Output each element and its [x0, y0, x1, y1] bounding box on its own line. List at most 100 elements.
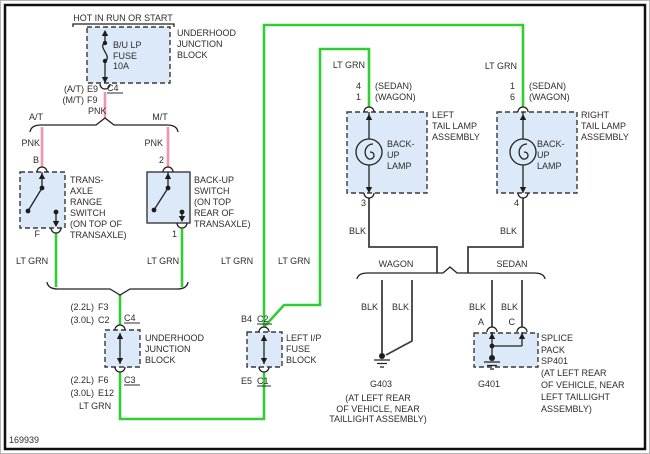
fuse-terminal-dot: [102, 40, 108, 46]
wire-color-label: PNK: [88, 106, 107, 116]
green-wires: [54, 23, 525, 421]
splice-pack-symbol: [484, 332, 526, 370]
pin-label: 2: [159, 155, 164, 165]
wire-color-label: BLK: [349, 226, 366, 236]
ground-icon: [484, 361, 500, 370]
bulb-label: BACK-: [387, 139, 415, 149]
splice-pack-label: SP401: [541, 356, 568, 366]
ip-fuse-block-symbol: [260, 335, 268, 364]
backup-switch-symbol: [151, 172, 186, 222]
ip-fuse-block-label: LEFT I/P: [286, 333, 321, 343]
ground-dot: [489, 355, 495, 361]
fuse-label: FUSE: [113, 51, 137, 61]
wire-color-label: BLK: [361, 302, 378, 312]
braces: [29, 117, 546, 296]
up-arrow-icon: [488, 333, 496, 339]
connector-icon: [162, 166, 174, 173]
left-backup-lamp-symbol: [355, 112, 383, 193]
connector-icon: [50, 227, 62, 234]
pin-label: C: [509, 317, 516, 327]
pin-label: E5: [241, 376, 252, 386]
pin-label: 6: [510, 92, 515, 102]
junction-block2-symbol: [116, 333, 124, 364]
bulb-label: UP: [537, 150, 550, 160]
underhood-block-label: JUNCTION: [177, 39, 223, 49]
up-arrow-icon: [116, 333, 124, 339]
component-boxes: [19, 26, 578, 368]
wire-color-label: BLK: [469, 302, 486, 312]
body-variant-label: (SEDAN): [529, 81, 566, 91]
body-variant-label: (WAGON): [529, 92, 570, 102]
up-arrow-icon: [518, 333, 526, 339]
pin-label: F: [35, 229, 41, 239]
down-arrow-icon: [101, 77, 109, 83]
connector-icon: [176, 222, 188, 229]
up-arrow-icon: [38, 173, 46, 179]
pin-label: 3: [361, 198, 366, 208]
ground-location-label: TAILLIGHT ASSEMBLY): [329, 414, 427, 424]
pin-label: F3: [98, 302, 109, 312]
splice-pack-label: OF VEHICLE, NEAR: [541, 380, 625, 390]
switch-blade: [153, 187, 169, 211]
fuse-label: 10A: [113, 61, 129, 71]
up-arrow-icon: [519, 114, 527, 120]
ip-fuse-block-label: BLOCK: [286, 355, 317, 365]
ground-location-label: OF VEHICLE, NEAR: [336, 404, 420, 414]
right-tail-lamp-label: RIGHT: [581, 110, 610, 120]
range-switch-label: TRANS-: [70, 175, 104, 185]
bulb-label: LAMP: [387, 161, 412, 171]
backup-switch-label: TRANSAXLE): [194, 219, 251, 229]
pin-label: 4: [356, 81, 361, 91]
body-variant-label: (WAGON): [375, 92, 416, 102]
connector-label: C4: [107, 83, 119, 93]
connector-underlines: [107, 92, 272, 387]
merge-brace: [46, 281, 189, 296]
junction-block-label: UNDERHOOD: [145, 333, 205, 343]
wire-color-label: LT GRN: [79, 401, 111, 411]
pin-label: F6: [98, 375, 109, 385]
splice-pack-box: [473, 332, 539, 368]
splice-pack-label: ASSEMBLY): [541, 404, 592, 414]
underhood-junction-block2-box: [104, 329, 141, 368]
pin-label: 1: [172, 229, 177, 239]
ground-id-label: G403: [370, 379, 392, 389]
hot-feed-bracket: [72, 23, 175, 27]
connector-icon: [99, 83, 111, 90]
wire-color-label: LT GRN: [147, 256, 179, 266]
wire-color-label: LT GRN: [333, 60, 365, 70]
connector-icon: [114, 366, 126, 373]
connector-icon: [486, 326, 498, 333]
pin-label: 4: [514, 198, 519, 208]
wire-color-label: LT GRN: [221, 256, 253, 266]
connector-arcs: [36, 83, 529, 373]
pin-label: E9: [87, 84, 98, 94]
pink-wires: [40, 92, 170, 167]
right-backup-lamp-symbol: [509, 112, 537, 193]
backup-switch-label: SWITCH: [194, 186, 230, 196]
pin-variant-label: (A/T): [64, 84, 84, 94]
blk-left-lamp-wire: [368, 198, 438, 273]
wire-color-label: BLK: [500, 226, 517, 236]
switch-contact-dot: [25, 208, 31, 214]
right-tail-lamp-label: ASSEMBLY: [581, 132, 629, 142]
left-tail-lamp-box: [346, 111, 428, 194]
ground-location-label: (AT LEFT REAR: [345, 393, 411, 403]
splice-pack-label: (AT LEFT REAR: [541, 368, 607, 378]
down-arrow-icon: [519, 187, 527, 193]
range-switch-symbol: [25, 172, 60, 227]
range-switch-label: (ON TOP OF: [70, 219, 123, 229]
left-tail-lamp-label: LEFT: [432, 110, 455, 120]
pin-label: A: [478, 317, 484, 327]
wagon-branch-label: WAGON: [379, 259, 414, 269]
range-switch-label: SWITCH: [70, 208, 106, 218]
up-arrow-icon: [260, 335, 268, 341]
junction-block-label: JUNCTION: [145, 344, 191, 354]
splice-pack-label: SPLICE: [541, 333, 573, 343]
connector-icon: [114, 324, 126, 331]
ground-id-label: G401: [478, 379, 500, 389]
diagram-id: 169939: [9, 435, 39, 445]
underhood-block-label: BLOCK: [177, 50, 208, 60]
blk-wagon-wire2: [385, 280, 413, 356]
